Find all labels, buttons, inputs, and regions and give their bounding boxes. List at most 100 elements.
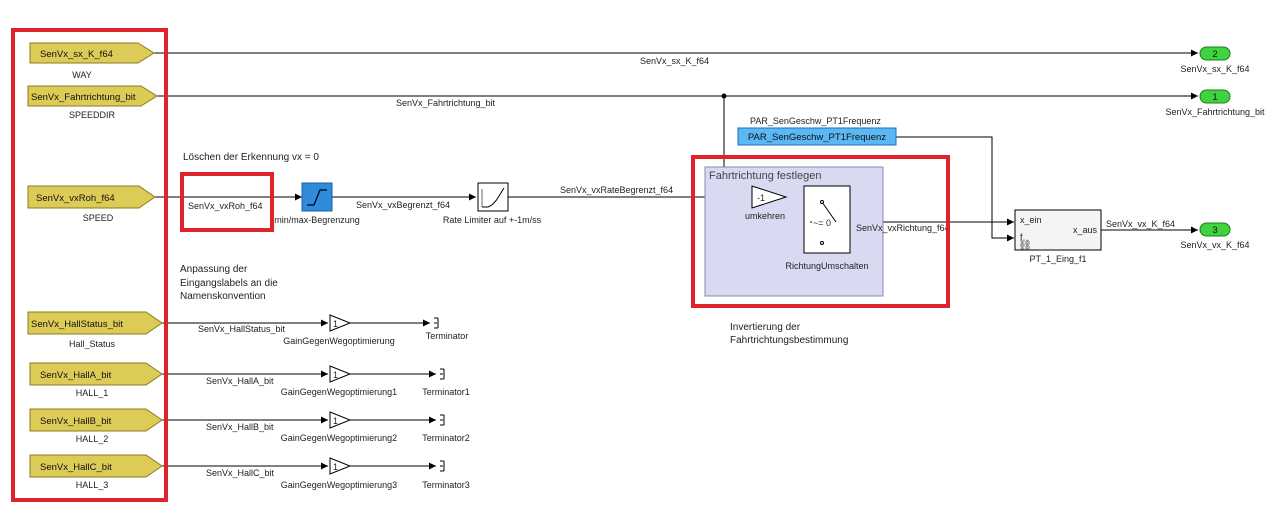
inport-label: HALL_1 [76, 388, 109, 398]
signal-label-hallb: SenVx_HallB_bit [206, 422, 274, 432]
saturation-block[interactable]: min/max-Begrenzung [274, 182, 360, 225]
inport-name: SenVx_HallB_bit [40, 416, 112, 427]
branch-dot-fahrtrichtung [721, 93, 727, 99]
terminator-icon [440, 368, 445, 380]
outport-shape [1199, 46, 1231, 61]
signal-label-vxroh: SenVx_vxRoh_f64 [188, 201, 263, 211]
gain-value: 1 [333, 462, 338, 472]
gain-label: GainGegenWegoptimierung3 [281, 480, 397, 490]
link-icon: ⛓ [1018, 239, 1032, 252]
terminator-label: Terminator2 [422, 433, 470, 443]
wires [154, 49, 1198, 470]
terminator-2[interactable]: Terminator2 [422, 414, 470, 443]
subsystem-area [704, 166, 884, 297]
inport-halla[interactable]: SenVx_HallA_bit HALL_1 [29, 362, 163, 398]
rate-limiter-icon [482, 187, 505, 208]
outport-shape [1199, 222, 1231, 237]
switch-box [803, 185, 851, 254]
invert-gain-block[interactable]: -1 umkehren [745, 185, 788, 221]
annotation-loeschen: Löschen der Erkennung vx = 0 [183, 152, 319, 163]
outport-2[interactable]: 2 SenVx_sx_K_f64 [1180, 46, 1250, 74]
terminator-3[interactable]: Terminator3 [422, 460, 470, 490]
outport-number: 3 [1212, 225, 1217, 236]
inport-name: SenVx_HallStatus_bit [31, 319, 123, 330]
inport-name: SenVx_HallC_bit [40, 462, 112, 473]
outport-label: SenVx_sx_K_f64 [1180, 64, 1249, 74]
inport-fahrtrichtung[interactable]: SenVx_Fahrtrichtung_bit SPEEDDIR [27, 85, 158, 120]
pt1-in2: f [1020, 232, 1023, 242]
invert-gain-value: -1 [757, 193, 765, 203]
switch-condition: ~= 0 [813, 218, 831, 228]
inport-label: WAY [72, 70, 92, 80]
switch-label: RichtungUmschalten [785, 261, 868, 271]
inport-vxroh[interactable]: SenVx_vxRoh_f64 SPEED [27, 185, 156, 223]
inport-label: HALL_3 [76, 480, 109, 490]
saturation-icon [307, 189, 327, 206]
gain-shape [329, 411, 352, 429]
annotation-invert-2: Fahrtrichtungsbestimmung [730, 335, 848, 346]
inport-shape [27, 185, 156, 209]
param-block[interactable]: PAR_SenGeschw_PT1Frequenz [737, 127, 897, 146]
pt1-out: x_aus [1073, 225, 1098, 235]
inport-label: HALL_2 [76, 434, 109, 444]
outport-shape [1199, 89, 1231, 104]
terminator-0[interactable]: Terminator [426, 317, 469, 341]
gain-shape [329, 365, 352, 383]
gain-block-3[interactable]: 1 GainGegenWegoptimierung3 [281, 457, 397, 490]
signal-label-vxk: SenVx_vx_K_f64 [1106, 219, 1175, 229]
outport-3[interactable]: 3 SenVx_vx_K_f64 [1180, 222, 1250, 250]
outport-number: 2 [1212, 49, 1217, 60]
annotation-anpassung-3: Namenskonvention [180, 291, 266, 302]
terminator-icon [440, 460, 445, 472]
inport-label: Hall_Status [69, 339, 116, 349]
switch-block[interactable]: ~= 0 RichtungUmschalten [785, 185, 869, 271]
outport-1[interactable]: 1 SenVx_Fahrtrichtung_bit [1165, 89, 1265, 117]
terminator-icon [440, 414, 445, 426]
inport-hallstatus[interactable]: SenVx_HallStatus_bit Hall_Status [27, 311, 163, 349]
terminator-label: Terminator3 [422, 480, 470, 490]
inport-name: SenVx_Fahrtrichtung_bit [31, 92, 136, 103]
inport-sx[interactable]: SenVx_sx_K_f64 WAY [29, 42, 155, 80]
invert-gain-shape [751, 185, 788, 209]
terminator-icon [434, 317, 439, 329]
terminator-label: Terminator1 [422, 387, 470, 397]
invert-gain-label: umkehren [745, 211, 785, 221]
gain-value: 1 [333, 370, 338, 380]
subsystem-fahrtrichtung[interactable]: Fahrtrichtung festlegen [704, 166, 884, 297]
gain-block-0[interactable]: 1 GainGegenWegoptimierung [283, 314, 395, 346]
terminator-label: Terminator [426, 331, 469, 341]
inport-name: SenVx_HallA_bit [40, 370, 112, 381]
switch-icon-pin2 [820, 241, 824, 245]
gain-value: 1 [333, 416, 338, 426]
inport-shape [29, 454, 163, 478]
inport-shape [27, 311, 163, 335]
wire-param[interactable] [896, 136, 1014, 242]
saturation-label: min/max-Begrenzung [274, 215, 360, 225]
param-label: PAR_SenGeschw_PT1Frequenz [750, 116, 881, 126]
inport-name: SenVx_vxRoh_f64 [36, 193, 115, 204]
inport-name: SenVx_sx_K_f64 [40, 49, 113, 60]
inport-hallb[interactable]: SenVx_HallB_bit HALL_2 [29, 408, 163, 444]
gain-label: GainGegenWegoptimierung2 [281, 433, 397, 443]
terminator-1[interactable]: Terminator1 [422, 368, 470, 397]
gain-shape [329, 457, 352, 475]
gain-block-1[interactable]: 1 GainGegenWegoptimierung1 [281, 365, 397, 397]
annotation-anpassung-2: Eingangslabels an die [180, 278, 278, 289]
annotation-anpassung-1: Anpassung der [180, 264, 248, 275]
signal-label-hallc: SenVx_HallC_bit [206, 468, 275, 478]
rate-limiter-block[interactable]: Rate Limiter auf +-1m/ss [443, 182, 542, 225]
signal-label-sx: SenVx_sx_K_f64 [640, 56, 709, 66]
gain-label: GainGegenWegoptimierung1 [281, 387, 397, 397]
outport-label: SenVx_Fahrtrichtung_bit [1165, 107, 1265, 117]
pt1-block[interactable]: x_ein f x_aus ⛓ PT_1_Eing_f1 [1014, 209, 1102, 264]
gain-block-2[interactable]: 1 GainGegenWegoptimierung2 [281, 411, 397, 443]
inport-hallc[interactable]: SenVx_HallC_bit HALL_3 [29, 454, 163, 490]
inport-label: SPEED [83, 213, 114, 223]
inport-shape [29, 362, 163, 386]
outport-label: SenVx_vx_K_f64 [1180, 240, 1249, 250]
subsystem-title: Fahrtrichtung festlegen [709, 170, 822, 182]
inport-shape [29, 42, 155, 64]
pt1-label: PT_1_Eing_f1 [1029, 254, 1086, 264]
signal-label-vxbegrenzt: SenVx_vxBegrenzt_f64 [356, 200, 450, 210]
